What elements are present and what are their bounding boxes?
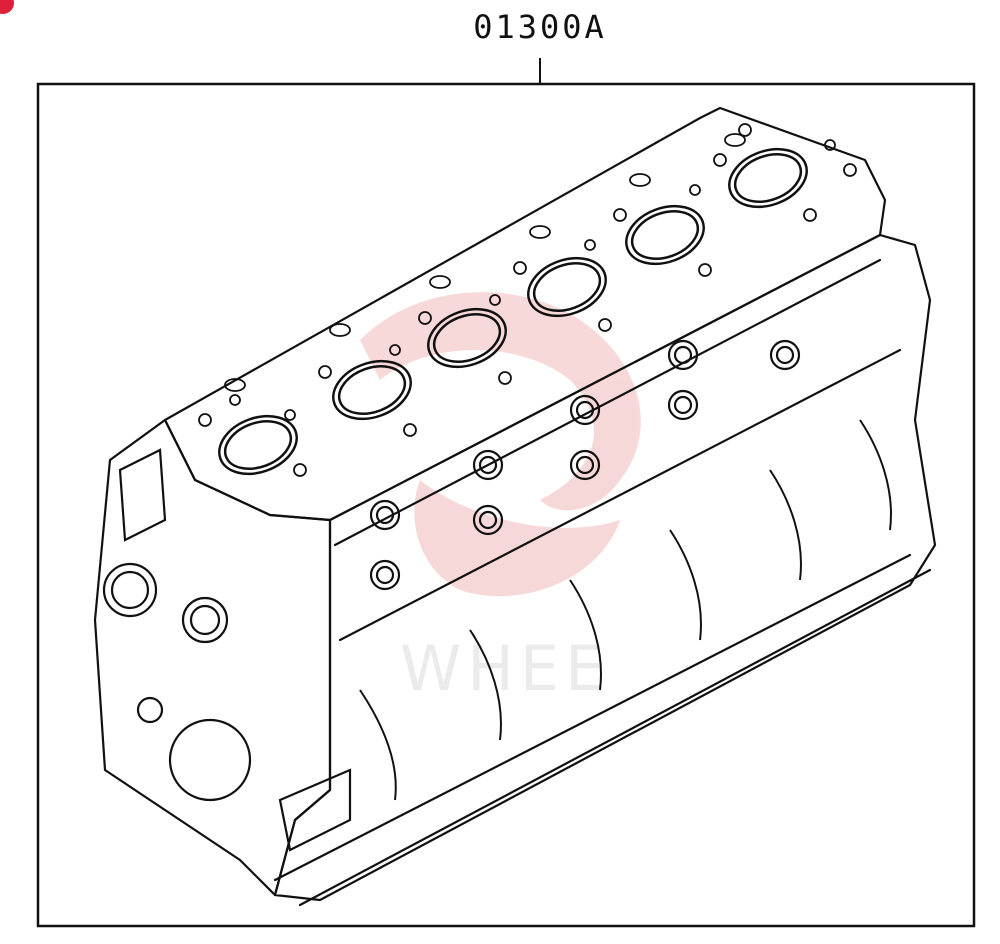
pan-rail <box>273 553 912 882</box>
deck-holes <box>198 123 857 477</box>
diagram-frame <box>36 82 976 928</box>
bore-4 <box>527 256 607 318</box>
part-number-label: 01300A <box>473 8 607 46</box>
bore-6 <box>728 147 808 209</box>
watermark: WHEE <box>360 292 641 705</box>
side-ports <box>369 339 801 591</box>
crank-bulkheads <box>359 419 892 801</box>
block-side-face <box>273 233 937 902</box>
cylinder-bores <box>218 147 808 476</box>
bore-3 <box>427 307 507 369</box>
corner-badge <box>0 0 14 14</box>
pan-rail-lower <box>298 568 932 907</box>
bore-5 <box>625 204 705 266</box>
svg-text:WHEE: WHEE <box>400 632 610 705</box>
bore-1 <box>218 414 298 476</box>
front-details <box>102 448 352 852</box>
bore-2 <box>332 359 412 421</box>
